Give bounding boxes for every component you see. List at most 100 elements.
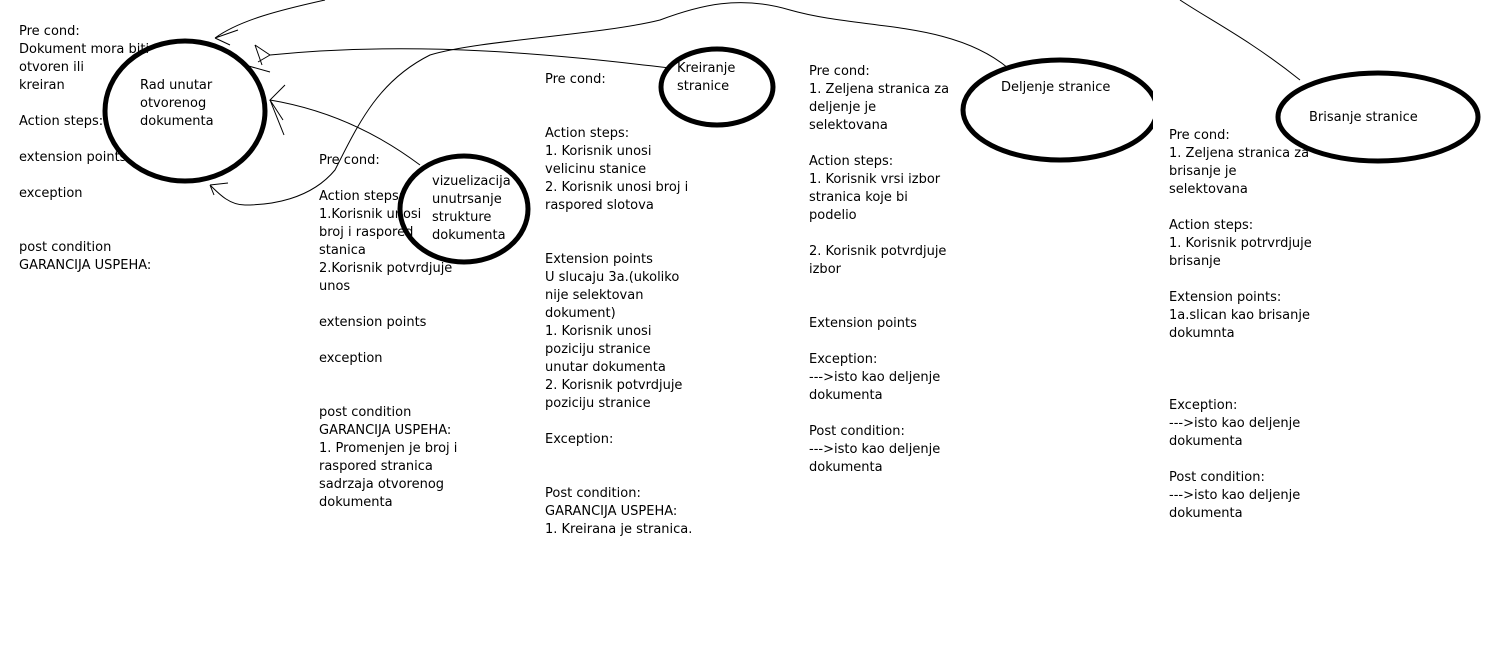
usecase-deljenje-label: Deljenje stranice — [1001, 79, 1110, 97]
text-line — [545, 233, 692, 251]
text-line: dokumnta — [1169, 326, 1235, 341]
text-line: 1a.slican kao brisanje — [1169, 308, 1311, 323]
text-line — [1169, 199, 1312, 217]
text-line: 1. Zeljena stranica za — [1169, 146, 1310, 161]
text-line: Exception: — [545, 432, 614, 447]
text-line: Pre cond: — [1169, 128, 1230, 143]
connector-kreiranje — [254, 44, 671, 69]
text-line: otvoren ili — [19, 60, 84, 75]
connector-vizuelizacija — [268, 84, 421, 166]
text-line — [319, 296, 457, 314]
connector-deljenje — [209, 2, 1009, 206]
usecase-vizuelizacija-ellipse — [397, 153, 531, 265]
text-line: Exception: — [1169, 398, 1238, 413]
text-line: 2. Korisnik potvrdjuje — [545, 378, 683, 393]
text-line: unos — [319, 279, 351, 294]
text-line: Action steps: — [1169, 218, 1254, 233]
text-line: extension points — [319, 315, 427, 330]
text-line: 1. Korisnik unosi — [545, 324, 652, 339]
text-line — [1169, 343, 1312, 361]
usecase-brisanje-label: Brisanje stranice — [1309, 109, 1418, 127]
text-line — [1169, 379, 1312, 397]
text-line: unutrsanje — [432, 192, 502, 207]
text-line — [19, 167, 151, 185]
usecase-deljenje-ellipse — [960, 57, 1160, 163]
text-line: Kreiranje — [677, 61, 736, 76]
text-line: Action steps: — [545, 126, 630, 141]
connector-top-left — [214, 0, 326, 46]
text-line: dokumenta — [140, 114, 214, 129]
text-line: GARANCIJA USPEHA: — [319, 423, 452, 438]
text-line: unutar dokumenta — [545, 360, 666, 375]
text-line: selektovana — [809, 118, 888, 133]
text-line: dokumenta — [1169, 506, 1243, 521]
text-line: post condition — [319, 405, 412, 420]
text-line — [545, 413, 692, 431]
text-line: 1.Korisnik unosi — [319, 207, 422, 222]
text-line: Extension points — [545, 252, 653, 267]
text-line: broj i raspored — [319, 225, 414, 240]
usecase-brisanje-ellipse — [1275, 70, 1481, 164]
text-line: Post condition: — [809, 424, 905, 439]
text-line: Exception: — [809, 352, 878, 367]
text-line: 1. Korisnik unosi — [545, 144, 652, 159]
text-line: 2. Korisnik unosi broj i — [545, 180, 689, 195]
text-line: izbor — [809, 262, 841, 277]
text-line: Post condition: — [545, 486, 641, 501]
usecase-rad-ellipse — [102, 38, 268, 184]
text-line: poziciju stranice — [545, 396, 651, 411]
connector-brisanje — [1179, 0, 1301, 81]
text-line — [545, 215, 692, 233]
text-line: raspored slotova — [545, 198, 654, 213]
text-line: brisanje — [1169, 254, 1221, 269]
text-line: stranica koje bi — [809, 190, 908, 205]
text-line — [1169, 451, 1312, 469]
text-line: strukture — [432, 210, 492, 225]
text-line — [809, 405, 949, 423]
text-line: GARANCIJA USPEHA: — [19, 258, 152, 273]
text-line: nije selektovan — [545, 288, 644, 303]
text-line: dokumenta — [319, 495, 393, 510]
text-line: --->isto kao deljenje — [809, 442, 941, 457]
text-line: poziciju stranice — [545, 342, 651, 357]
text-line — [19, 95, 151, 113]
text-line: 1. Kreirana je stranica. — [545, 522, 693, 537]
text-line — [319, 368, 457, 386]
text-line: 1. Korisnik potrvrdjuje — [1169, 236, 1312, 251]
text-line: U slucaju 3a.(ukoliko — [545, 270, 680, 285]
text-line — [809, 135, 949, 153]
text-line: --->isto kao deljenje — [1169, 488, 1301, 503]
text-line — [319, 332, 457, 350]
text-line: 1. Korisnik vrsi izbor — [809, 172, 941, 187]
text-line: Extension points — [809, 316, 917, 331]
text-line: 2.Korisnik potvrdjuje — [319, 261, 453, 276]
text-line: Extension points: — [1169, 290, 1282, 305]
text-line: dokument) — [545, 306, 616, 321]
text-line: selektovana — [1169, 182, 1248, 197]
text-line: Pre cond: — [319, 153, 380, 168]
text-line: extension points — [19, 150, 127, 165]
text-line: --->isto kao deljenje — [809, 370, 941, 385]
text-line: Rad unutar — [140, 78, 213, 93]
text-line: Post condition: — [1169, 470, 1265, 485]
text-line: deljenje je — [809, 100, 877, 115]
text-line — [19, 131, 151, 149]
text-line — [809, 225, 949, 243]
text-line: Brisanje stranice — [1309, 110, 1418, 125]
text-line: 1. Promenjen je broj i — [319, 441, 458, 456]
text-line: 1. Zeljena stranica za — [809, 82, 950, 97]
text-line: Action steps: — [19, 114, 104, 129]
text-line — [545, 107, 692, 125]
text-line: dokumenta — [432, 228, 506, 243]
text-line: stanica — [319, 243, 366, 258]
text-line: vizuelizacija — [432, 174, 511, 189]
